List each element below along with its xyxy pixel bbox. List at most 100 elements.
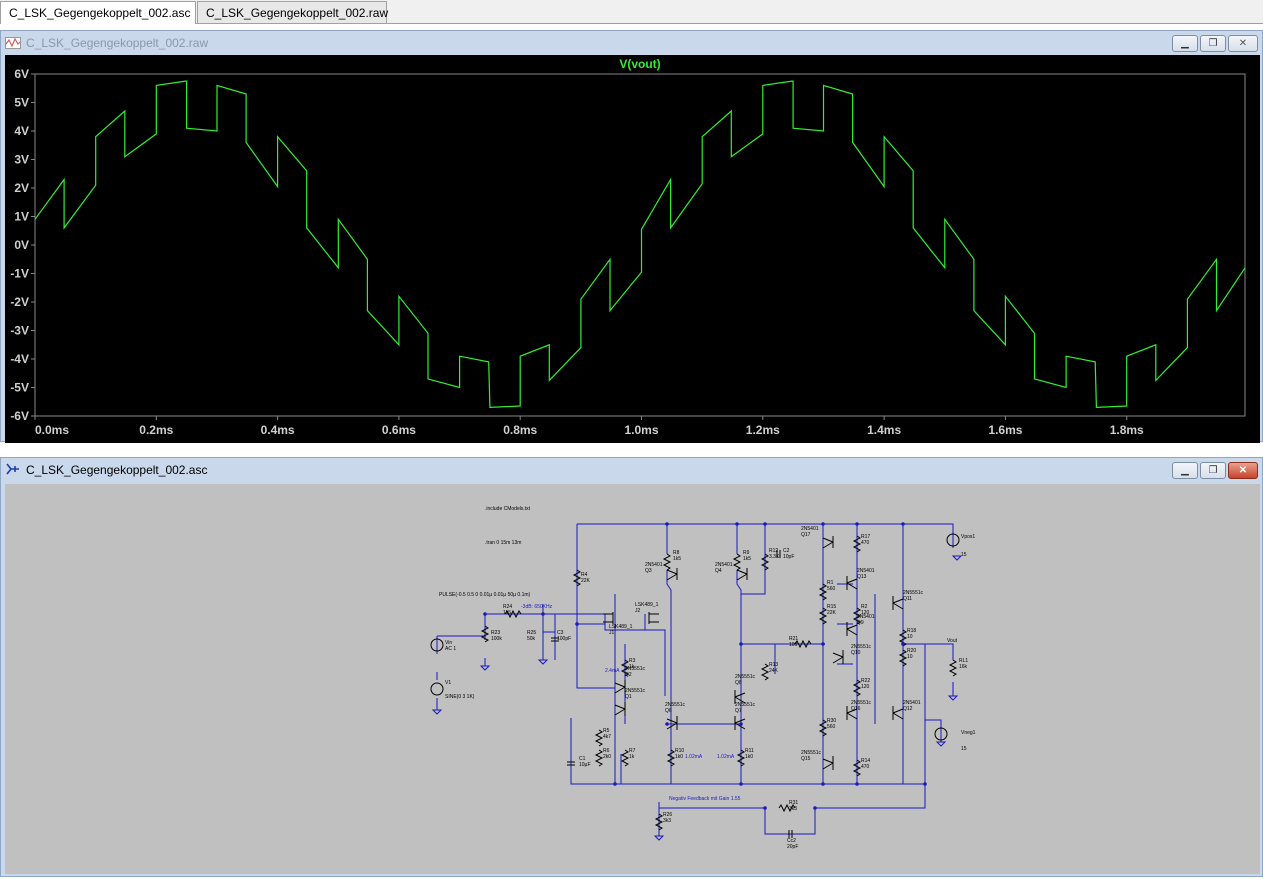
component-value[interactable]: 1k5 bbox=[673, 556, 681, 562]
semi-model[interactable]: 2N5551c bbox=[735, 702, 756, 708]
component-value[interactable]: 50k bbox=[527, 636, 536, 642]
component-value[interactable]: 16k bbox=[959, 664, 968, 670]
component-name[interactable]: R2 bbox=[861, 604, 868, 610]
component-value[interactable]: 3k3 bbox=[663, 818, 671, 824]
component-value[interactable]: 24K bbox=[769, 668, 779, 674]
close-button[interactable]: ✕ bbox=[1228, 35, 1258, 52]
component-name[interactable]: C2 bbox=[783, 548, 790, 554]
semi-name[interactable]: Q9 bbox=[857, 620, 864, 626]
component-name[interactable]: R1 bbox=[827, 580, 834, 586]
semi-model[interactable]: 2N5551c bbox=[801, 750, 822, 756]
component-name[interactable]: R12 bbox=[769, 548, 778, 554]
semi-name[interactable]: Q16 bbox=[851, 706, 861, 712]
component-name[interactable]: Cc2 bbox=[787, 838, 796, 844]
semi-name[interactable]: Q11 bbox=[903, 596, 912, 602]
source-value[interactable]: 15 bbox=[961, 746, 967, 752]
component-value[interactable]: 100 bbox=[789, 642, 798, 648]
component-value[interactable]: 100k bbox=[491, 636, 502, 642]
component-name[interactable]: R14 bbox=[861, 758, 870, 764]
component-value[interactable]: 120 bbox=[861, 610, 870, 616]
component-value[interactable]: 2k0 bbox=[603, 754, 611, 760]
component-name[interactable]: R30 bbox=[827, 718, 836, 724]
component-value[interactable]: 1k5 bbox=[743, 556, 751, 562]
component-value[interactable]: 470 bbox=[861, 540, 870, 546]
source-name[interactable]: V1 bbox=[445, 680, 451, 686]
trace-label[interactable]: V(vout) bbox=[619, 57, 660, 71]
semi-model[interactable]: 2N5401 bbox=[857, 614, 875, 620]
restore-button[interactable]: ❐ bbox=[1200, 35, 1226, 52]
semi-name[interactable]: Q1 bbox=[625, 694, 632, 700]
semi-model[interactable]: 2N5551c bbox=[851, 644, 872, 650]
component-value[interactable]: 1k0 bbox=[675, 754, 683, 760]
component-value[interactable]: 1k0 bbox=[745, 754, 753, 760]
component-name[interactable]: R20 bbox=[907, 648, 916, 654]
restore-button[interactable]: ❐ bbox=[1200, 462, 1226, 479]
component-name[interactable]: R5 bbox=[603, 728, 610, 734]
tab-schematic[interactable]: C_LSK_Gegengekoppelt_002.asc bbox=[0, 1, 196, 24]
net-label-vout[interactable]: Vout bbox=[947, 638, 958, 644]
semi-model[interactable]: 2N5551c bbox=[903, 590, 924, 596]
source-name[interactable]: Vneg1 bbox=[961, 730, 976, 736]
component-name[interactable]: R18 bbox=[907, 628, 916, 634]
semi-model[interactable]: 2N5551c bbox=[665, 702, 686, 708]
component-name[interactable]: R21 bbox=[789, 636, 798, 642]
semi-name[interactable]: Q10 bbox=[851, 650, 861, 656]
component-value[interactable]: 1k bbox=[629, 754, 635, 760]
semi-model[interactable]: 2N5401 bbox=[645, 562, 663, 568]
tab-waveform[interactable]: C_LSK_Gegengekoppelt_002.raw bbox=[197, 1, 388, 23]
schematic-drawing[interactable]: .include CModels.txt .tran 0 15m 13m PUL… bbox=[5, 484, 1260, 874]
component-name[interactable]: C3 bbox=[557, 630, 564, 636]
component-value[interactable]: 120 bbox=[861, 684, 870, 690]
component-name[interactable]: RL1 bbox=[959, 658, 968, 664]
component-name[interactable]: R6 bbox=[603, 748, 610, 754]
component-value[interactable]: 560 bbox=[827, 586, 836, 592]
component-name[interactable]: R31 bbox=[789, 800, 798, 806]
semi-name[interactable]: Q4 bbox=[715, 568, 722, 574]
schematic-canvas[interactable]: .include CModels.txt .tran 0 15m 13m PUL… bbox=[5, 484, 1260, 874]
minimize-button[interactable]: ▁ bbox=[1172, 35, 1198, 52]
semi-model[interactable]: 2N5551c bbox=[735, 674, 756, 680]
directive-include[interactable]: .include CModels.txt bbox=[485, 506, 531, 512]
component-value[interactable]: 3k3 bbox=[789, 806, 797, 812]
semi-name[interactable]: Q17 bbox=[801, 532, 811, 538]
component-value[interactable]: 560 bbox=[827, 724, 836, 730]
component-value[interactable]: 22K bbox=[827, 610, 837, 616]
waveform-window-titlebar[interactable]: C_LSK_Gegengekoppelt_002.raw bbox=[1, 31, 1262, 55]
semi-name[interactable]: Q12 bbox=[903, 706, 913, 712]
semi-name[interactable]: J2 bbox=[635, 608, 641, 614]
semi-model[interactable]: 2N5551c bbox=[625, 666, 646, 672]
component-name[interactable]: R24 bbox=[503, 604, 512, 610]
component-name[interactable]: R10 bbox=[675, 748, 684, 754]
component-value[interactable]: 1k bbox=[629, 664, 635, 670]
component-name[interactable]: R7 bbox=[629, 748, 636, 754]
source-name[interactable]: Vpos1 bbox=[961, 534, 975, 540]
source-name[interactable]: Vin bbox=[445, 640, 452, 646]
component-value[interactable]: 4k7 bbox=[603, 734, 611, 740]
component-name[interactable]: R4 bbox=[581, 572, 588, 578]
semi-model[interactable]: LSK489_1 bbox=[609, 624, 633, 630]
semi-model[interactable]: 2N5401 bbox=[903, 700, 921, 706]
semi-model[interactable]: LSK489_1 bbox=[635, 602, 659, 608]
component-name[interactable]: R17 bbox=[861, 534, 870, 540]
component-name[interactable]: R15 bbox=[827, 604, 836, 610]
source-value[interactable]: 15 bbox=[961, 552, 967, 558]
source-value[interactable]: AC 1 bbox=[445, 646, 456, 652]
component-value[interactable]: 10 bbox=[907, 634, 913, 640]
component-value[interactable]: 10 bbox=[907, 654, 913, 660]
component-name[interactable]: R22 bbox=[861, 678, 870, 684]
directive-tran[interactable]: .tran 0 15m 13m bbox=[485, 540, 521, 546]
component-value[interactable]: 22K bbox=[581, 578, 591, 584]
semi-name[interactable]: Q15 bbox=[801, 756, 811, 762]
semi-model[interactable]: 2N5551c bbox=[625, 688, 646, 694]
semi-model[interactable]: 2N5551c bbox=[851, 700, 872, 706]
semi-model[interactable]: 2N5401 bbox=[801, 526, 819, 532]
semi-name[interactable]: Q3 bbox=[645, 568, 652, 574]
component-name[interactable]: R13 bbox=[769, 662, 778, 668]
schematic-window-titlebar[interactable]: C_LSK_Gegengekoppelt_002.asc bbox=[1, 458, 1262, 482]
close-button[interactable]: ✕ bbox=[1228, 462, 1258, 479]
component-value[interactable]: 20pF bbox=[787, 844, 798, 850]
component-name[interactable]: R3 bbox=[629, 658, 636, 664]
component-name[interactable]: C1 bbox=[579, 756, 586, 762]
